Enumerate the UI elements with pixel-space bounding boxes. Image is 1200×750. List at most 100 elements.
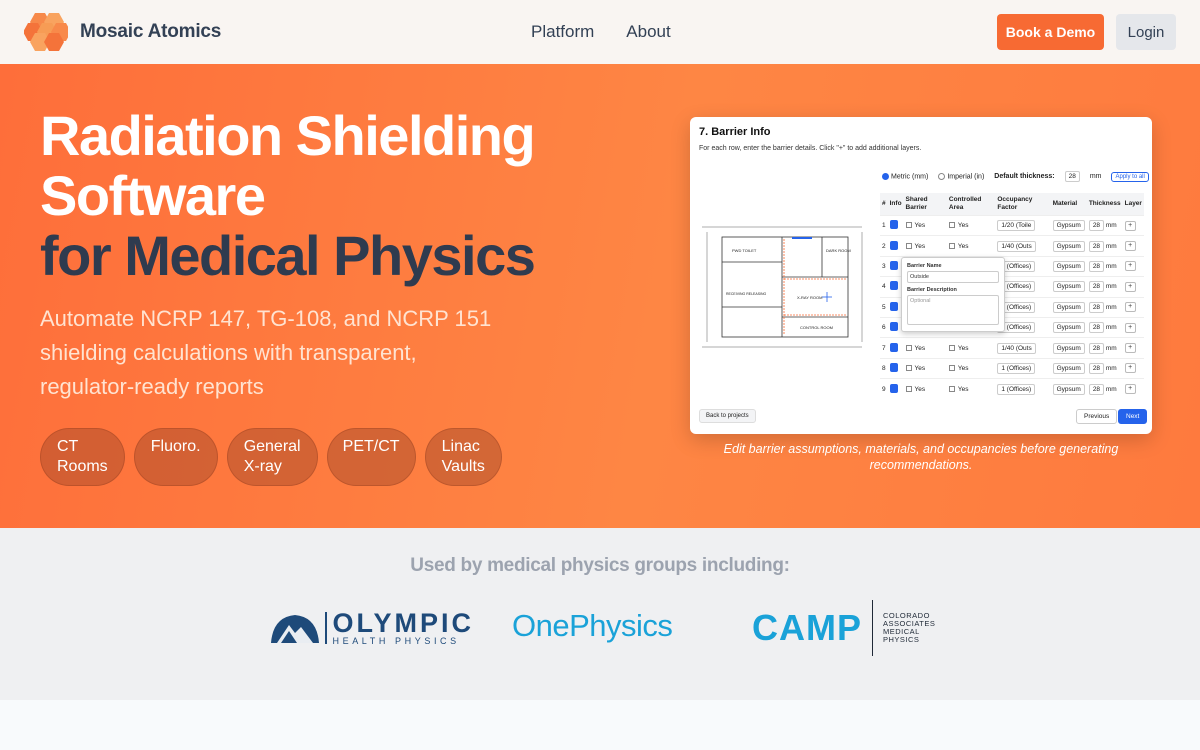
thickness-input[interactable]: 28: [1088, 301, 1105, 313]
material-select[interactable]: Gypsum: [1052, 383, 1085, 395]
hero-section: Radiation Shielding Software for Medical…: [0, 64, 1200, 528]
default-thickness-input[interactable]: 28: [1064, 171, 1080, 182]
row-number: 7: [880, 337, 888, 359]
nav-link-platform[interactable]: Platform: [531, 22, 595, 41]
material-select[interactable]: Gypsum: [1052, 281, 1085, 293]
imperial-radio[interactable]: Imperial (in): [938, 172, 984, 180]
material-select[interactable]: Gypsum: [1052, 362, 1085, 374]
olympic-tagline: HEALTH PHYSICS: [332, 636, 460, 646]
row-number: 2: [880, 235, 888, 257]
info-icon[interactable]: [889, 301, 898, 311]
shared-barrier-cell[interactable]: Yes: [903, 337, 947, 359]
pill-line: Fluoro.: [150, 438, 201, 455]
material-select[interactable]: Gypsum: [1052, 342, 1085, 354]
info-cell: [887, 357, 904, 379]
previous-button[interactable]: Previous: [1076, 409, 1118, 424]
next-button[interactable]: Next: [1118, 409, 1148, 424]
nav-link-about[interactable]: About: [626, 22, 671, 41]
shared-barrier-cell[interactable]: Yes: [903, 235, 947, 257]
book-demo-button[interactable]: Book a Demo: [997, 14, 1104, 50]
row-number: 4: [880, 276, 888, 298]
material-cell: Gypsum: [1050, 337, 1087, 359]
material-cell: Gypsum: [1050, 276, 1087, 298]
add-layer-icon[interactable]: +: [1124, 384, 1136, 395]
row-number: 3: [880, 255, 888, 277]
mm-label: mm: [1105, 344, 1117, 352]
pill-pet-ct[interactable]: PET/CT: [326, 428, 416, 486]
info-icon[interactable]: [889, 342, 898, 352]
occupancy-cell: 1/40 (Outs: [995, 337, 1051, 359]
plan-label: CONTROL ROOM: [800, 325, 833, 330]
add-layer-icon[interactable]: +: [1124, 281, 1136, 292]
thickness-input[interactable]: 28: [1088, 322, 1105, 334]
info-icon[interactable]: [889, 383, 898, 393]
add-layer-icon[interactable]: +: [1124, 302, 1136, 313]
login-button[interactable]: Login: [1116, 14, 1176, 50]
plan-label: RECEIVING RELEASING: [726, 292, 767, 296]
controlled-area-cell[interactable]: Yes: [946, 337, 996, 359]
thickness-input[interactable]: 28: [1088, 260, 1105, 272]
controlled-area-cell[interactable]: Yes: [946, 378, 996, 400]
occupancy-select[interactable]: 1 (Offices): [997, 383, 1036, 395]
material-select[interactable]: Gypsum: [1052, 260, 1085, 272]
info-icon[interactable]: [889, 240, 898, 250]
shared-barrier-cell[interactable]: Yes: [903, 378, 947, 400]
olympic-text: OLYMPIC HEALTH PHYSICS: [332, 610, 475, 647]
occupancy-select[interactable]: 1/40 (Outs: [997, 240, 1036, 252]
default-thickness-unit: mm: [1089, 173, 1102, 180]
info-icon[interactable]: [889, 322, 898, 332]
thickness-input[interactable]: 28: [1088, 281, 1105, 293]
thickness-input[interactable]: 28: [1088, 342, 1105, 354]
material-select[interactable]: Gypsum: [1052, 322, 1085, 334]
material-select[interactable]: Gypsum: [1052, 240, 1085, 252]
barrier-name-input[interactable]: Outside: [907, 271, 999, 283]
screenshot-description: For each row, enter the barrier details.…: [699, 145, 922, 152]
add-layer-icon[interactable]: +: [1124, 261, 1136, 272]
thickness-input[interactable]: 28: [1088, 240, 1105, 252]
material-cell: Gypsum: [1050, 357, 1087, 379]
barrier-description-input[interactable]: Optional: [907, 295, 999, 325]
info-icon[interactable]: [889, 220, 898, 230]
occupancy-select[interactable]: 1 (Offices): [997, 362, 1036, 374]
add-layer-icon[interactable]: +: [1124, 363, 1136, 374]
info-icon[interactable]: [889, 260, 898, 270]
apply-to-all-button[interactable]: Apply to all: [1111, 171, 1149, 182]
material-select[interactable]: Gypsum: [1052, 301, 1085, 313]
add-layer-icon[interactable]: +: [1124, 241, 1136, 252]
pill-line: General: [243, 438, 301, 455]
controlled-area-cell[interactable]: Yes: [946, 357, 996, 379]
material-select[interactable]: Gypsum: [1052, 220, 1085, 232]
add-layer-icon[interactable]: +: [1124, 322, 1136, 333]
occupancy-cell: 1 (Offices): [995, 255, 1051, 277]
occupancy-cell: 1 (Offices): [995, 378, 1051, 400]
occupancy-cell: 1 (Offices): [995, 316, 1051, 338]
occupancy-select[interactable]: 1/40 (Outs: [997, 342, 1036, 354]
pill-fluoro[interactable]: Fluoro.: [133, 428, 218, 486]
thickness-input[interactable]: 28: [1088, 383, 1105, 395]
thickness-input[interactable]: 28: [1088, 220, 1105, 232]
occupancy-select[interactable]: 1/20 (Toile: [997, 220, 1036, 232]
info-cell: [887, 255, 904, 277]
controlled-area-cell[interactable]: Yes: [946, 214, 996, 236]
back-to-projects-button[interactable]: Back to projects: [699, 409, 756, 423]
yes-label: Yes: [957, 242, 969, 250]
add-layer-icon[interactable]: +: [1124, 343, 1136, 354]
camp-divider: [872, 600, 873, 656]
mm-label: mm: [1105, 242, 1117, 250]
metric-radio[interactable]: Metric (mm): [882, 172, 928, 180]
thickness-input[interactable]: 28: [1088, 362, 1105, 374]
yes-label: Yes: [957, 222, 969, 230]
checkbox-icon: [905, 385, 912, 392]
shared-barrier-cell[interactable]: Yes: [903, 214, 947, 236]
add-layer-icon[interactable]: +: [1124, 220, 1136, 231]
info-icon[interactable]: [889, 281, 898, 291]
layer-cell: +: [1122, 378, 1144, 400]
thickness-cell: 28 mm: [1086, 316, 1123, 338]
info-icon[interactable]: [889, 362, 898, 372]
controlled-area-cell[interactable]: Yes: [946, 235, 996, 257]
shared-barrier-cell[interactable]: Yes: [903, 357, 947, 379]
brand[interactable]: Mosaic Atomics: [24, 12, 221, 52]
